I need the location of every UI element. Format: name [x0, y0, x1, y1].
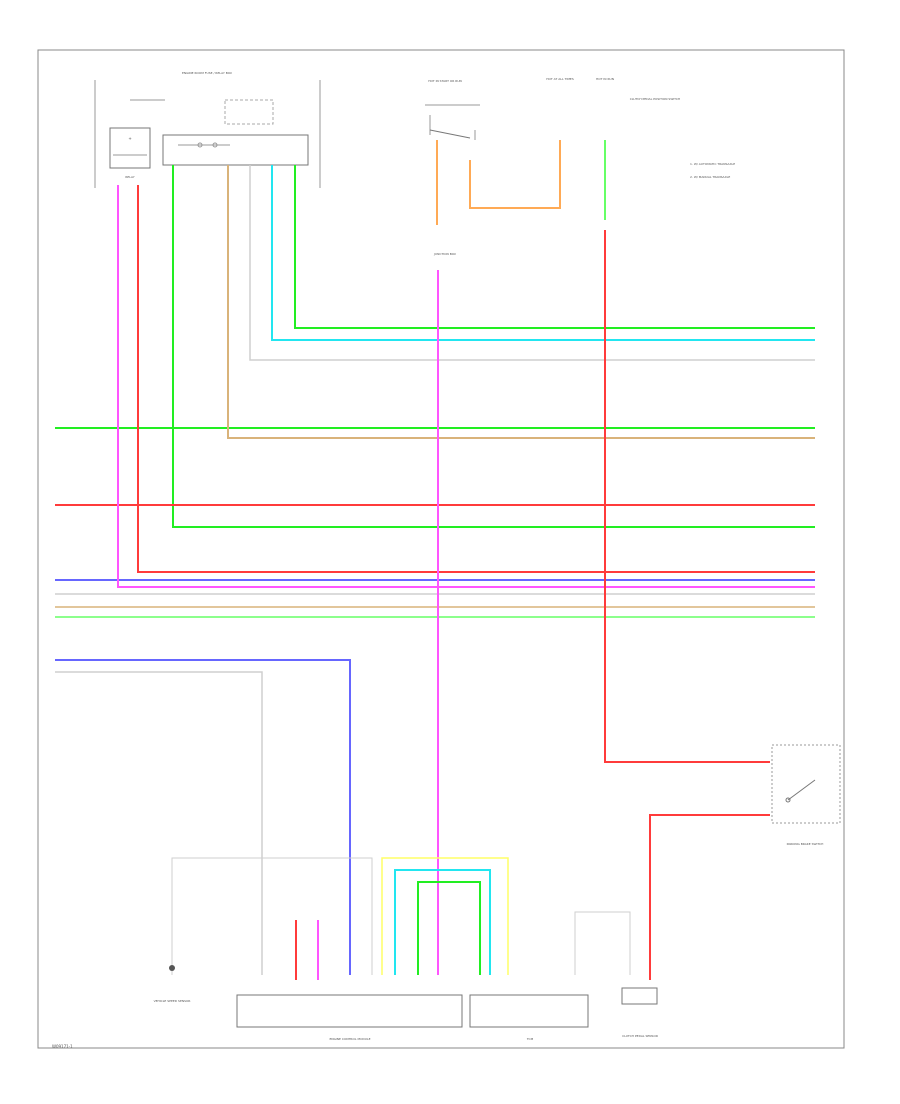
hot-in-run: HOT IN RUN — [596, 77, 614, 81]
engine-control-module — [236, 994, 463, 1028]
hot-at-all-times: HOT AT ALL TIMES — [546, 77, 574, 81]
bottom-modules: ENGINE CONTROL MODULE TCM CLUTCH PEDAL S… — [154, 965, 658, 1041]
wire-white-lower — [55, 671, 263, 975]
top-center-switch: HOT IN START OR RUN HOT AT ALL TIMES HOT… — [425, 77, 735, 256]
wire-cyan-loop — [394, 869, 491, 975]
right-connector-label: PARKING BRAKE SWITCH — [787, 842, 824, 846]
relay-title: RELAY — [125, 175, 135, 179]
module-left-label: ENGINE CONTROL MODULE — [329, 1037, 370, 1041]
junction-label: JUNCTION BOX — [433, 252, 456, 256]
parking-brake-switch: PARKING BRAKE SWITCH — [771, 744, 841, 846]
wire-pink-relay — [117, 185, 815, 588]
wire-red-bottom-right — [649, 814, 770, 980]
wire-yellow-loop — [381, 857, 509, 975]
fuse-relay-box: ENGINE ROOM FUSE / RELAY BOX RELAY + — [94, 71, 321, 188]
svg-text:+: + — [128, 136, 131, 141]
wires — [55, 140, 815, 980]
top-center-title: HOT IN START OR RUN — [428, 79, 462, 83]
tcm-module — [469, 994, 589, 1028]
wire-white-top-right — [249, 165, 815, 361]
relay-box — [109, 127, 151, 169]
wire-red-right — [604, 230, 770, 763]
diagram-frame — [37, 49, 845, 1049]
clutch-sensor-module — [621, 987, 658, 1005]
wire-blue-lower — [55, 659, 351, 975]
module-right-label: CLUTCH PEDAL SENSOR — [622, 1034, 658, 1038]
wire-white-loop — [171, 857, 373, 975]
note-2: 2. W/ MANUAL TRANSAXLE — [690, 175, 730, 179]
wire-green-top-right — [294, 165, 815, 329]
wire-cyan-top-right — [271, 165, 815, 341]
wire-green-mid — [172, 165, 815, 528]
note-1: 1. W/ AUTOMATIC TRANSAXLE — [690, 162, 735, 166]
wire-orange-loop — [469, 140, 561, 209]
inner-fuse-box — [162, 134, 309, 166]
fuse-box-title: ENGINE ROOM FUSE / RELAY BOX — [182, 71, 232, 75]
page-id: W09171-1 — [52, 1044, 73, 1049]
wire-white-right-loop — [574, 911, 631, 975]
bottom-left-sensor-label: VEHICLE SPEED SENSOR — [154, 999, 191, 1003]
wire-tan — [227, 165, 815, 439]
module-center-label: TCM — [526, 1037, 534, 1041]
wire-red-relay — [137, 185, 815, 573]
wire-green-loop — [417, 881, 481, 975]
switch-label: CLUTCH PEDAL POSITION SWITCH — [630, 97, 680, 101]
